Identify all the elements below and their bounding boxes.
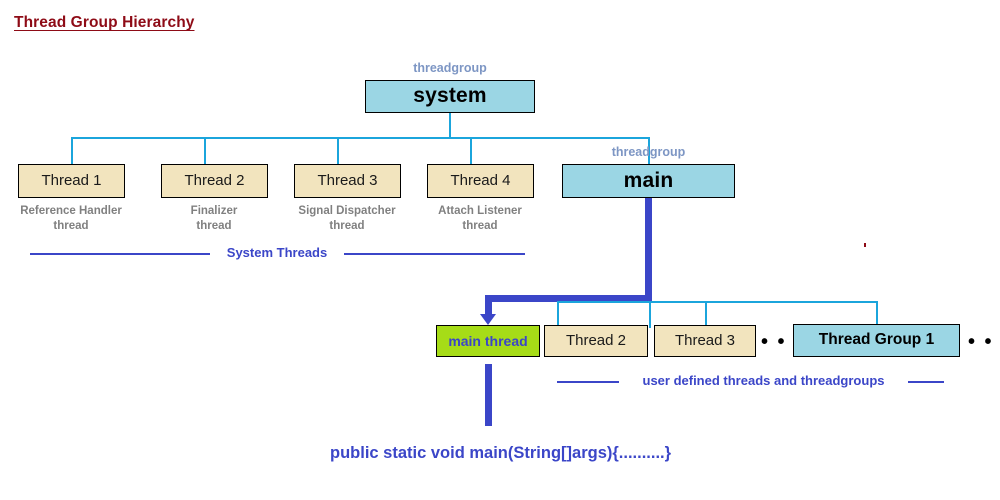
threadgroup-label-system: threadgroup	[413, 61, 487, 75]
connector-user-bus-left	[557, 301, 650, 303]
connector-drop-thread-1	[71, 137, 73, 164]
ellipsis-threads: • • •	[761, 331, 804, 353]
node-thread-1[interactable]: Thread 1	[18, 164, 125, 198]
connector-drop-user-thread-2b	[649, 301, 651, 328]
connector-drop-user-thread-3	[705, 301, 707, 328]
connector-drop-thread-3	[337, 137, 339, 164]
caption-thread-4: Attach Listener thread	[438, 205, 522, 233]
connector-main-horizontal	[485, 295, 652, 302]
main-method-signature: public static void main(String[]args){..…	[330, 444, 672, 462]
node-system[interactable]: system	[365, 80, 535, 113]
node-thread-2[interactable]: Thread 2	[161, 164, 268, 198]
connector-drop-thread-4	[470, 137, 472, 164]
connector-main-drop	[485, 295, 492, 317]
node-thread-4[interactable]: Thread 4	[427, 164, 534, 198]
node-main-thread[interactable]: main thread	[436, 325, 540, 357]
rule-user-defined-right	[908, 381, 944, 383]
caption-thread-2: Finalizer thread	[190, 205, 238, 233]
connector-main-thread-to-code	[485, 364, 492, 426]
page-title: Thread Group Hierarchy	[14, 14, 195, 31]
rule-system-threads-right	[344, 253, 525, 255]
ellipsis-threadgroups: • • •	[968, 331, 1000, 353]
connector-drop-main-group	[648, 137, 650, 164]
connector-user-bus	[649, 301, 877, 303]
connector-drop-user-thread-2	[557, 301, 559, 328]
rule-label-system-threads: System Threads	[226, 245, 328, 260]
caption-thread-3: Signal Dispatcher thread	[298, 205, 396, 233]
connector-system-bus	[71, 137, 649, 139]
rule-label-user-defined: user defined threads and threadgroups	[642, 373, 885, 388]
caption-thread-1: Reference Handler thread	[20, 205, 122, 233]
node-thread-3[interactable]: Thread 3	[294, 164, 401, 198]
node-thread-group-1[interactable]: Thread Group 1	[793, 324, 960, 357]
node-user-thread-2[interactable]: Thread 2	[544, 325, 648, 357]
connector-drop-thread-group-1	[876, 301, 878, 328]
node-user-thread-3[interactable]: Thread 3	[654, 325, 756, 357]
artifact-dot	[864, 243, 866, 247]
rule-user-defined-left	[557, 381, 619, 383]
node-main-group[interactable]: main	[562, 164, 735, 198]
arrowhead-main-thread	[480, 314, 496, 325]
connector-main-vertical	[645, 198, 652, 302]
connector-system-stem	[449, 113, 451, 138]
threadgroup-label-main: threadgroup	[611, 145, 686, 159]
connector-drop-thread-2	[204, 137, 206, 164]
rule-system-threads-left	[30, 253, 210, 255]
